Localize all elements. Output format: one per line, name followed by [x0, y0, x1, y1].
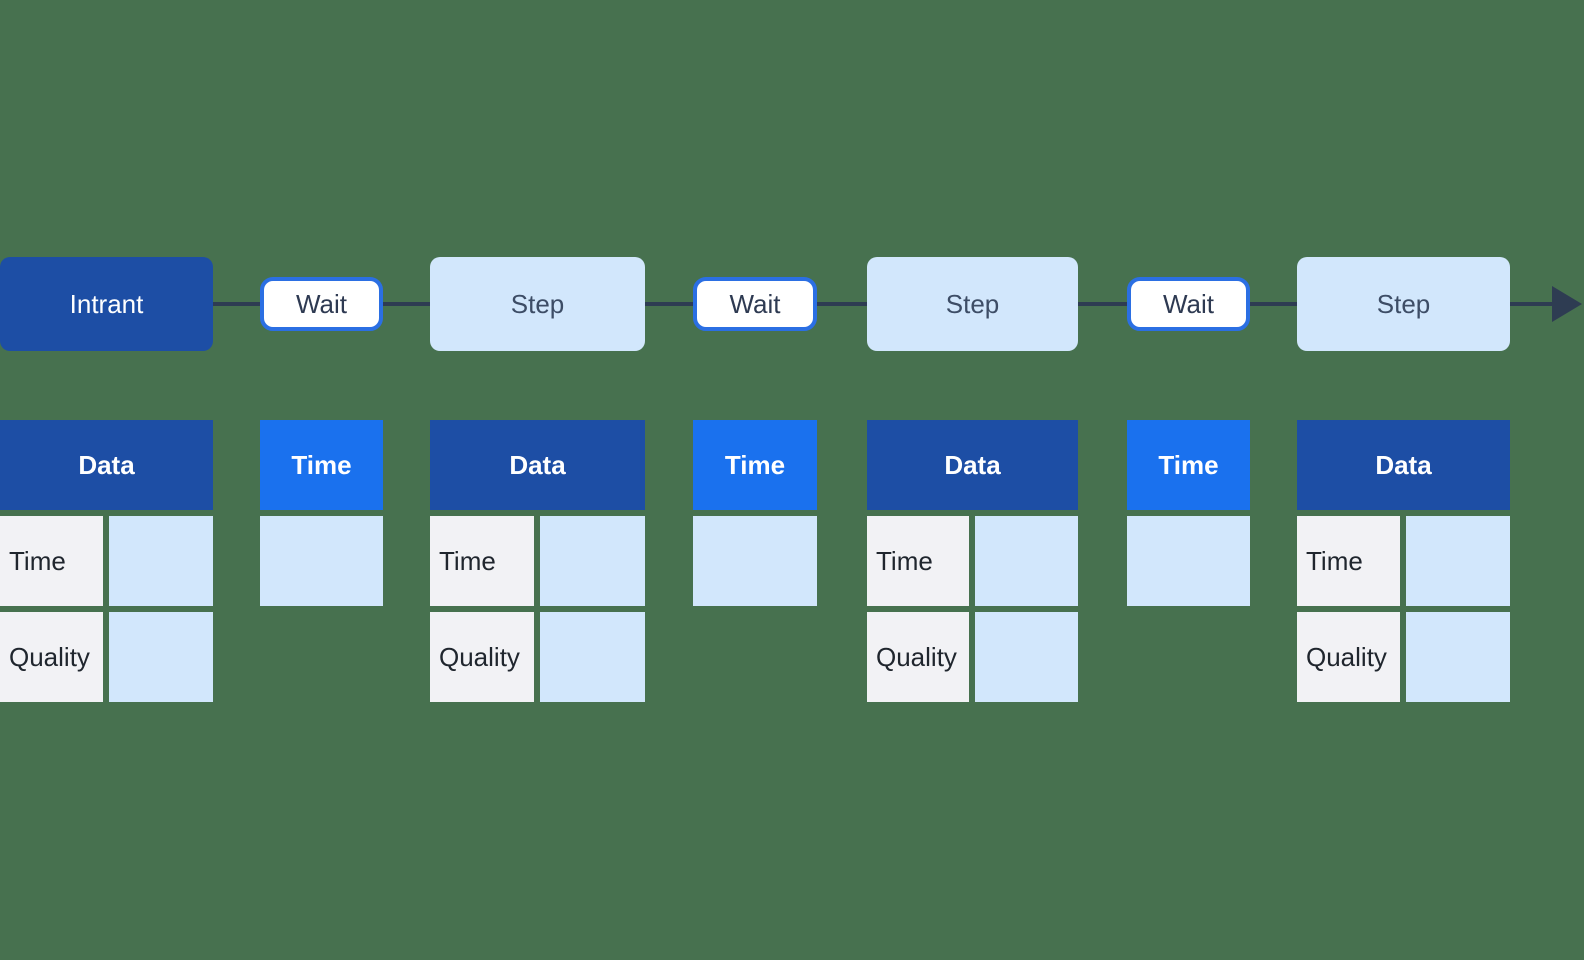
flow-column-5: Step Data Time Quality [867, 0, 1078, 960]
row-value-cell [1405, 612, 1510, 702]
row-value-cell [1405, 516, 1510, 606]
data-table-header: Data [1297, 420, 1510, 510]
table-row [260, 516, 383, 606]
flow-node-wait: Wait [693, 277, 817, 331]
flow-node-label: Wait [295, 288, 348, 319]
time-table-header: Time [1127, 420, 1250, 510]
flow-column-1: Intrant Data Time Quality [0, 0, 213, 960]
flow-column-7: Step Data Time Quality [1297, 0, 1510, 960]
data-table-header: Data [0, 420, 213, 510]
flow-column-2: Wait Time [260, 0, 383, 960]
flow-column-3: Step Data Time Quality [430, 0, 645, 960]
flow-node-wait: Wait [260, 277, 383, 331]
table-row: Time [430, 516, 645, 606]
row-value-cell [539, 612, 645, 702]
flow-node-label: Wait [1162, 288, 1215, 319]
table-row: Quality [430, 612, 645, 702]
row-label-quality: Quality [1297, 612, 1401, 702]
row-value-cell [108, 516, 213, 606]
row-value-cell [693, 516, 817, 606]
row-label-time: Time [867, 516, 970, 606]
flow-node-label: Step [945, 288, 1000, 319]
data-table-header: Data [867, 420, 1078, 510]
table-row: Time [0, 516, 213, 606]
table-row [1127, 516, 1250, 606]
table-row: Time [1297, 516, 1510, 606]
flow-node-step: Step [1297, 257, 1510, 351]
row-value-cell [974, 612, 1078, 702]
time-table-header: Time [260, 420, 383, 510]
flow-node-step: Step [430, 257, 645, 351]
flow-column-4: Wait Time [693, 0, 817, 960]
flow-column-6: Wait Time [1127, 0, 1250, 960]
row-label-quality: Quality [430, 612, 535, 702]
data-table-header: Data [430, 420, 645, 510]
flow-node-wait: Wait [1127, 277, 1250, 331]
row-label-time: Time [430, 516, 535, 606]
table-row: Time [867, 516, 1078, 606]
flow-node-label: Step [1376, 288, 1431, 319]
row-label-quality: Quality [867, 612, 970, 702]
table-row: Quality [0, 612, 213, 702]
row-value-cell [260, 516, 383, 606]
table-row [693, 516, 817, 606]
time-table-header: Time [693, 420, 817, 510]
arrow-right-icon [1552, 286, 1582, 322]
row-value-cell [539, 516, 645, 606]
row-value-cell [108, 612, 213, 702]
row-value-cell [1127, 516, 1250, 606]
flow-node-label: Intrant [69, 288, 144, 319]
table-row: Quality [1297, 612, 1510, 702]
table-row: Quality [867, 612, 1078, 702]
row-value-cell [974, 516, 1078, 606]
flow-node-step: Step [867, 257, 1078, 351]
flow-node-label: Step [510, 288, 565, 319]
row-label-time: Time [1297, 516, 1401, 606]
flow-node-intrant: Intrant [0, 257, 213, 351]
flow-node-label: Wait [729, 288, 781, 319]
row-label-time: Time [0, 516, 104, 606]
row-label-quality: Quality [0, 612, 104, 702]
